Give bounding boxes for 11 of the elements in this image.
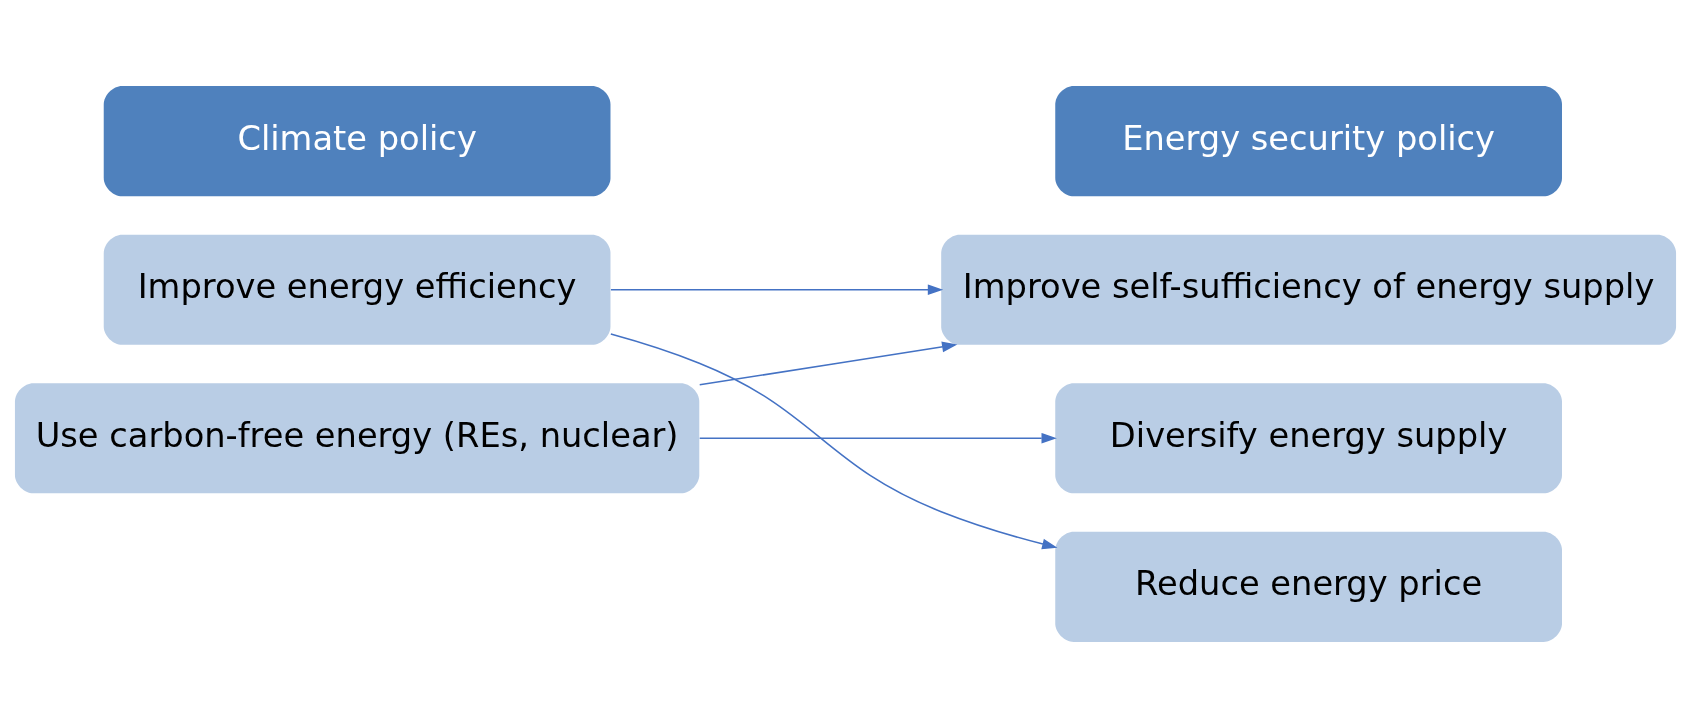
- node-box: Climate policy: [103, 85, 611, 196]
- arrow: [698, 341, 958, 386]
- arrow: [610, 283, 944, 295]
- arrow: [610, 332, 1058, 549]
- node-box: Use carbon-free energy (REs, nuclear): [14, 382, 700, 493]
- node-box: Improve self-sufficiency of energy supply: [941, 234, 1677, 345]
- node-box: Diversify energy supply: [1055, 382, 1562, 493]
- node-box: Energy security policy: [1055, 85, 1562, 196]
- node-box: Improve energy efficiency: [103, 234, 611, 345]
- arrow: [698, 432, 1057, 444]
- node-box: Reduce energy price: [1055, 531, 1562, 642]
